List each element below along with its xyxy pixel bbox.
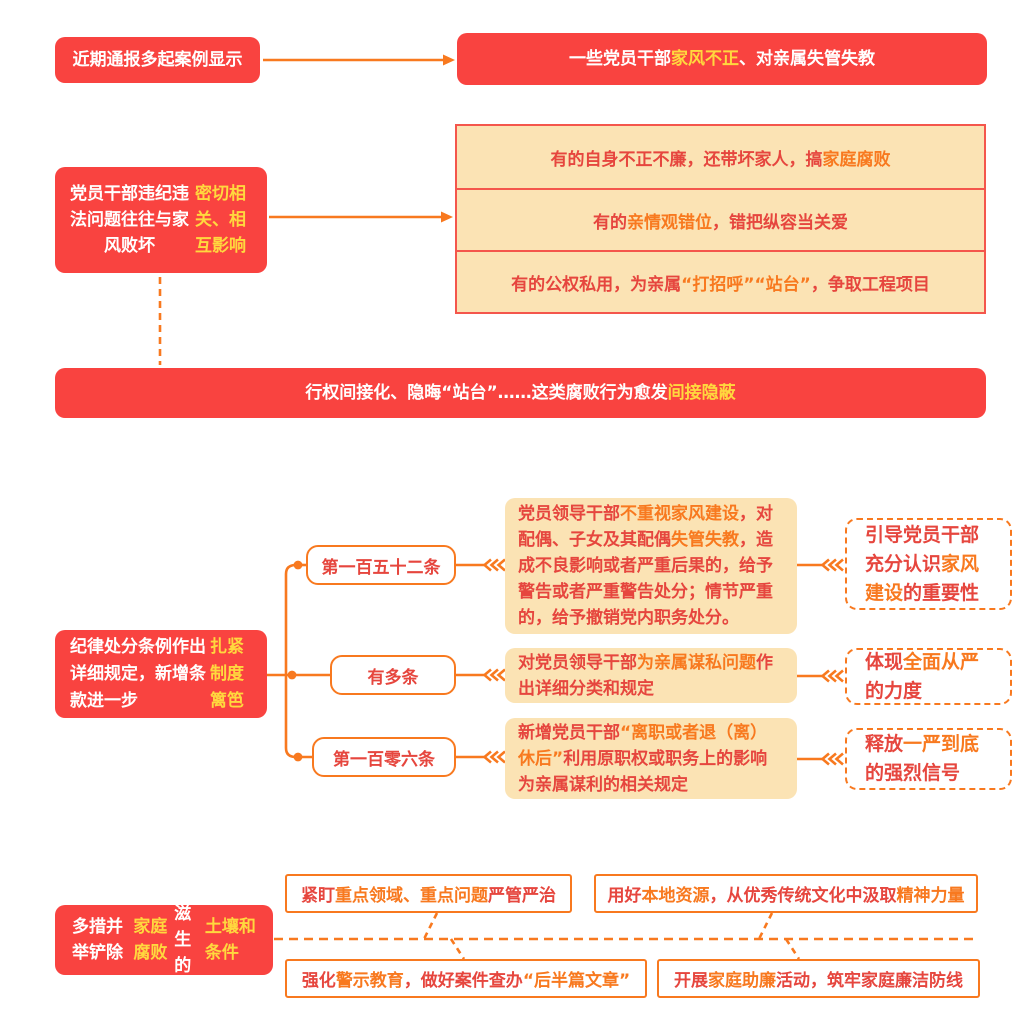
article-152-box: 第一百五十二条 xyxy=(306,545,456,585)
cause-box: 党员干部违纪违法问题往往与家风败坏密切相关、相互影响 xyxy=(55,167,267,273)
measure-box-2: 用好本地资源，从优秀传统文化中汲取精神力量 xyxy=(594,874,978,913)
article-152-detail-box: 党员领导干部不重视家风建设，对配偶、子女及其配偶失管失教，造成不良影响或者严重后… xyxy=(505,498,797,634)
example-row: 有的自身不正不廉，还带坏家人，搞家庭腐败 xyxy=(550,149,891,170)
examples-stack: 有的自身不正不廉，还带坏家人，搞家庭腐败 有的亲情观错位，错把纵容当关爱 有的公… xyxy=(455,124,986,314)
chevron-arrow-icon xyxy=(456,668,506,682)
chevron-arrow-icon xyxy=(797,669,844,683)
article-106-detail-box: 新增党员干部“离职或者退（离）休后”利用原职权或职务上的影响为亲属谋利的相关规定 xyxy=(505,718,797,799)
conclusion-bar: 行权间接化、隐晦“站台”……这类腐败行为愈发间接隐蔽 xyxy=(55,368,986,418)
dashed-connector xyxy=(274,912,975,960)
measure-box-1: 紧盯重点领域、重点问题严管严治 xyxy=(285,874,572,913)
measures-lead-box: 多措并举铲除家庭腐败滋生的土壤和条件 xyxy=(55,904,273,976)
measure-box-3: 强化警示教育，做好案件查办“后半篇文章” xyxy=(285,959,647,998)
case-report-result-box: 一些党员干部家风不正、对亲属失管失教 xyxy=(457,33,987,85)
chevron-arrow-icon xyxy=(456,558,506,572)
case-report-source-box: 近期通报多起案例显示 xyxy=(55,37,260,83)
chevron-arrow-icon xyxy=(456,750,506,764)
article-multiple-detail-box: 对党员领导干部为亲属谋私问题作出详细分类和规定 xyxy=(505,648,797,703)
article-multiple-box: 有多条 xyxy=(330,655,456,695)
chevron-arrow-icon xyxy=(797,752,844,766)
chevron-arrow-icon xyxy=(797,558,844,572)
example-row: 有的亲情观错位，错把纵容当关爱 xyxy=(457,188,984,250)
regulation-intro-box: 纪律处分条例作出详细规定，新增条款进一步扎紧制度篱笆 xyxy=(55,630,267,718)
arrow-right-icon xyxy=(269,211,453,223)
example-row: 有的公权私用，为亲属“打招呼”“站台”，争取工程项目 xyxy=(457,250,984,312)
measure-box-4: 开展家庭助廉活动，筑牢家庭廉洁防线 xyxy=(657,959,980,998)
article-106-box: 第一百零六条 xyxy=(312,737,456,777)
arrow-right-icon xyxy=(263,54,455,66)
significance-box-3: 释放一严到底的强烈信号 xyxy=(845,728,1012,790)
significance-box-2: 体现全面从严的力度 xyxy=(845,648,1012,705)
bracket-connector xyxy=(267,560,332,762)
significance-box-1: 引导党员干部充分认识家风建设的重要性 xyxy=(845,518,1012,610)
